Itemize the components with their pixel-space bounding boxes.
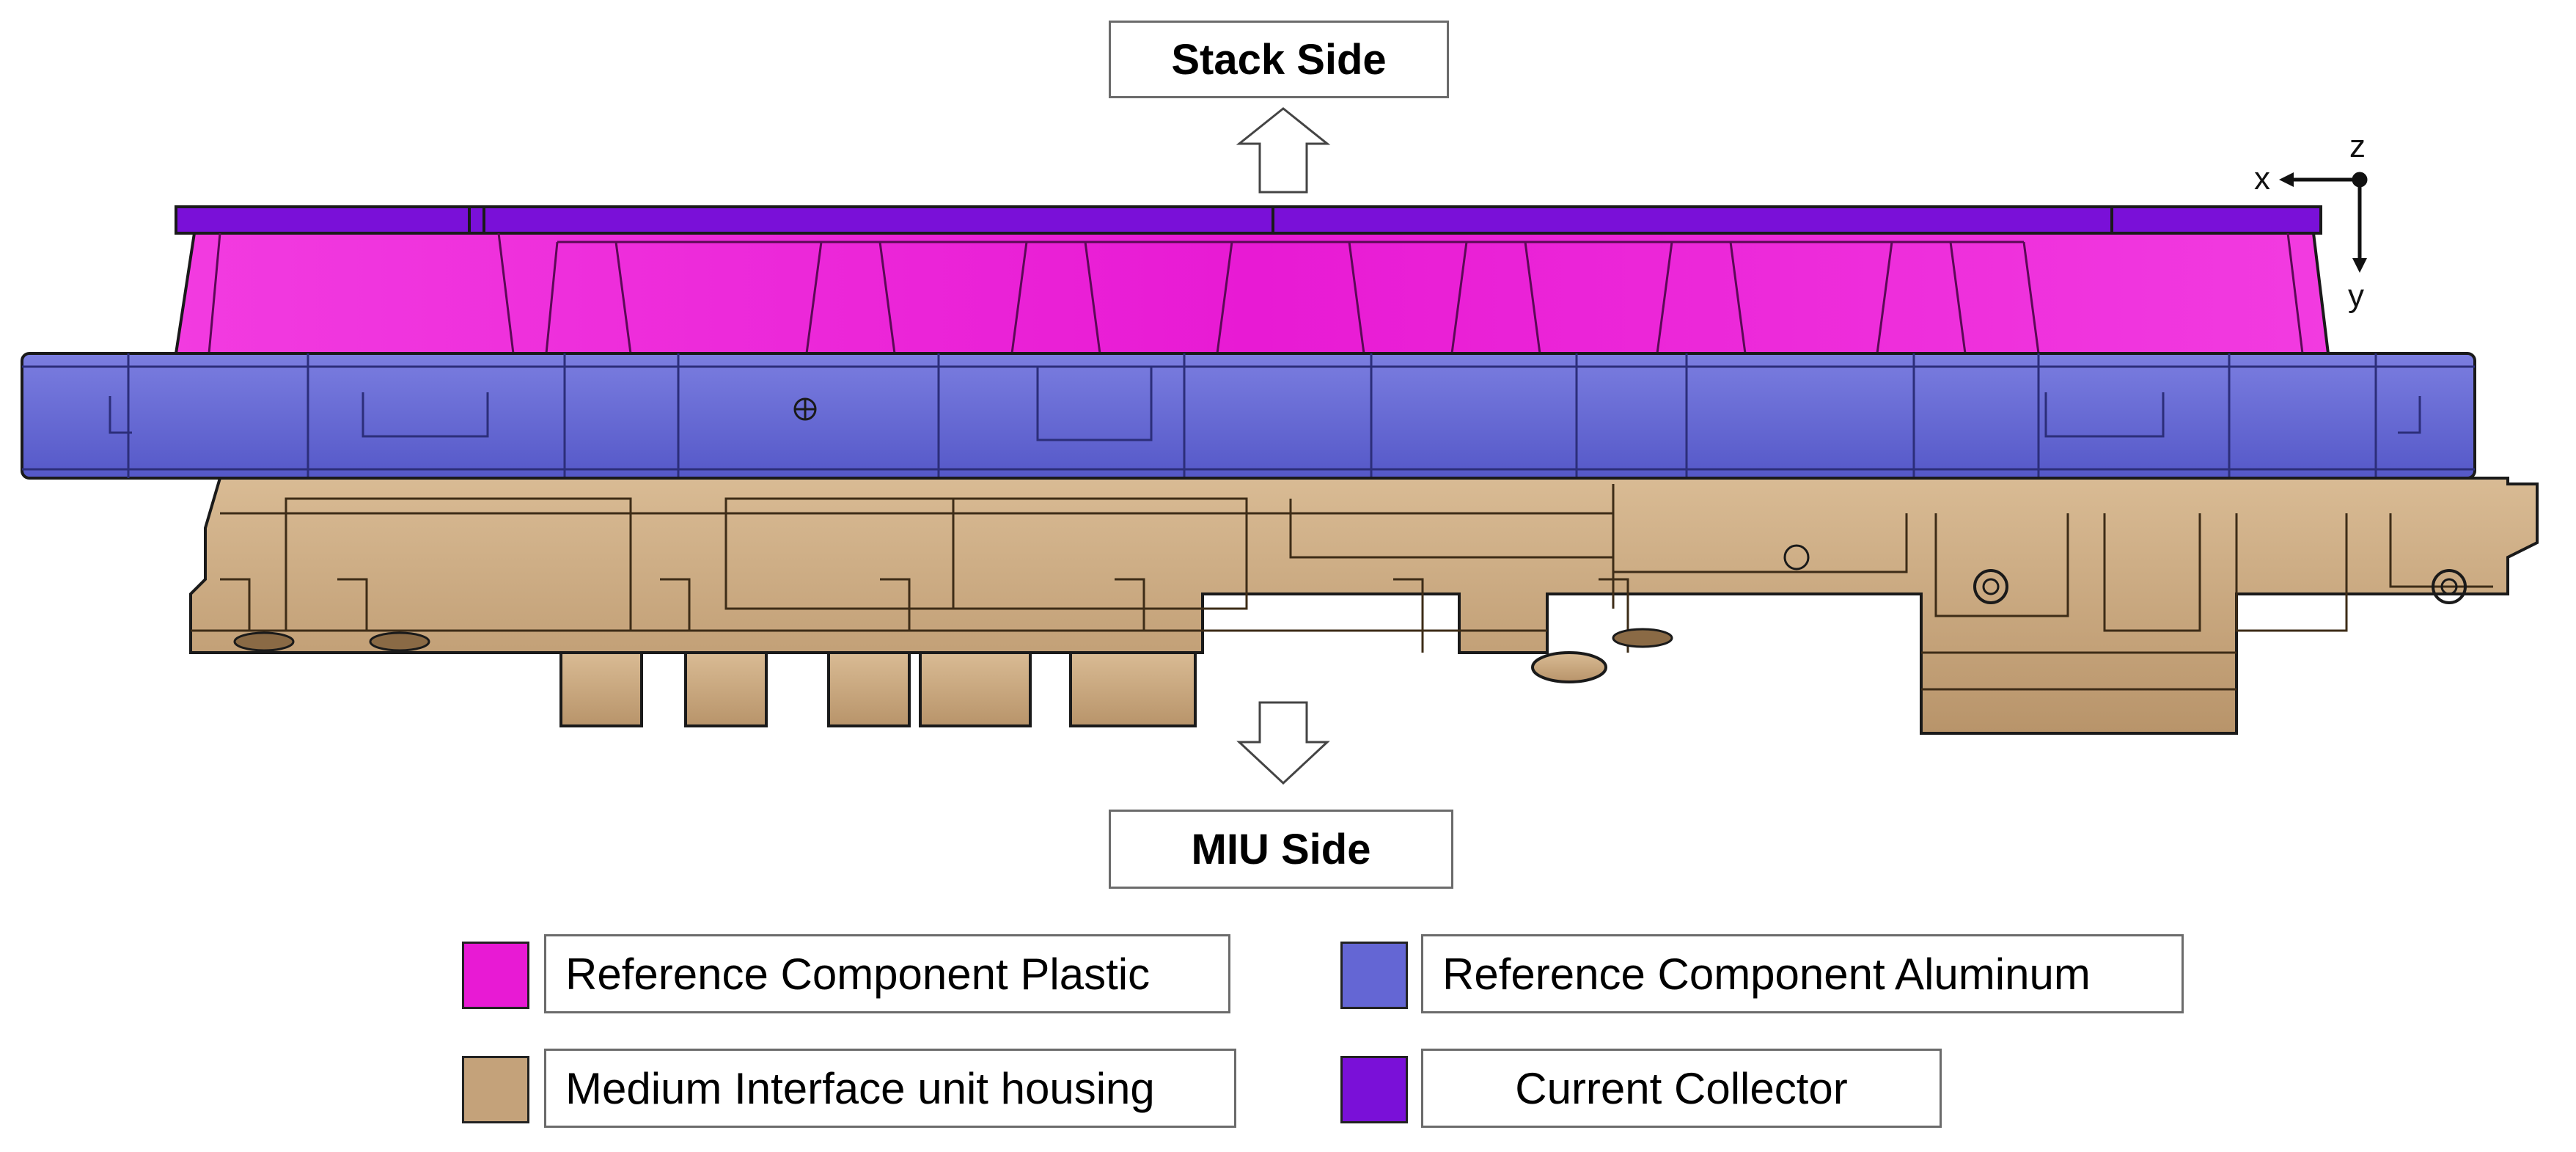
stack-side-arrow (1236, 107, 1331, 194)
legend-label-housing: Medium Interface unit housing (544, 1049, 1236, 1128)
legend-swatch-plastic (462, 942, 529, 1009)
axis-y-label: y (2348, 278, 2364, 314)
miu-housing (189, 477, 2539, 735)
reference-aluminum (21, 352, 2476, 480)
miu-side-label: MIU Side (1109, 810, 1453, 889)
axis-z-label: z (2349, 128, 2366, 164)
legend-swatch-aluminum (1340, 942, 1408, 1009)
legend-label-plastic: Reference Component Plastic (544, 934, 1230, 1013)
miu-side-arrow (1236, 701, 1330, 785)
legend-label-aluminum: Reference Component Aluminum (1421, 934, 2184, 1013)
axis-triad (2279, 172, 2368, 273)
legend-label-collector: Current Collector (1421, 1049, 1942, 1128)
legend-swatch-housing (462, 1056, 529, 1123)
current-collector (175, 205, 2322, 235)
legend-swatch-collector (1340, 1056, 1408, 1123)
reference-plastic (174, 232, 2330, 355)
axis-x-label: x (2254, 161, 2270, 197)
stack-side-label: Stack Side (1109, 21, 1449, 98)
